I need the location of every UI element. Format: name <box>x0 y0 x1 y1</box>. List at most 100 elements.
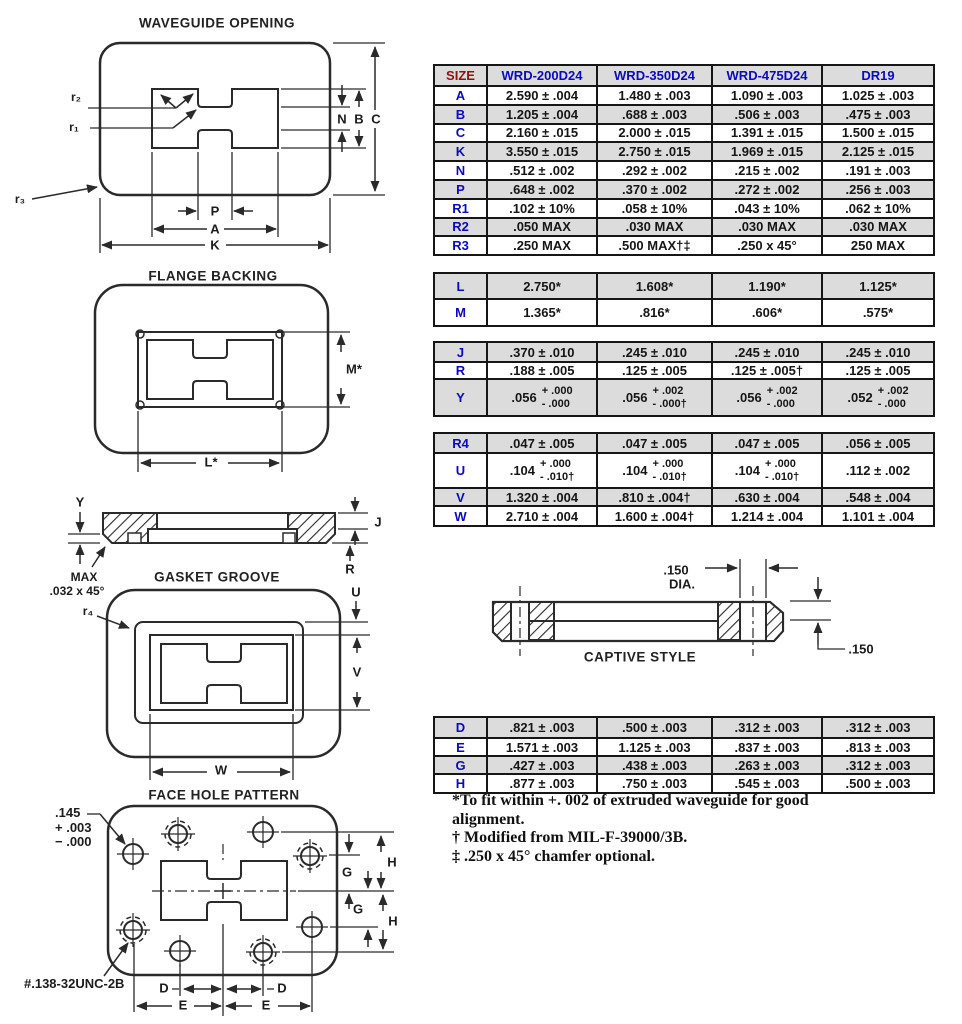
dim-e-left-label: E <box>178 997 188 1013</box>
row-label: J <box>435 343 486 361</box>
table-cell: .475 ± .003 <box>821 103 933 123</box>
table-cell: .813 ± .003 <box>821 737 933 755</box>
table-cell: .648 ± .002 <box>486 178 596 198</box>
captive-dia-value: .150 <box>663 562 689 578</box>
table-cell: .047 ± .005 <box>711 434 821 452</box>
table-cell: .545 ± .003 <box>711 773 821 792</box>
table-cell: .125 ± .005 <box>596 361 711 378</box>
tolerance-minus: - .010† <box>765 470 800 483</box>
row-label: L <box>435 274 486 298</box>
chamfer-label: .032 x 45° <box>49 584 105 598</box>
table-cell: .250 x 45° <box>711 235 821 255</box>
cell-value: .056 <box>622 390 648 405</box>
table-cell: 1.365* <box>486 298 596 325</box>
table-cell: .056+ .000- .000 <box>486 378 596 415</box>
dim-c-label: C <box>371 111 381 127</box>
table-cell: 2.750 ± .015 <box>596 141 711 161</box>
gasket-groove-title: GASKET GROOVE <box>154 569 280 585</box>
table-cell: 1.125 ± .003 <box>596 737 711 755</box>
cell-value: .104 <box>509 463 536 478</box>
table-cell: .058 ± 10% <box>596 197 711 217</box>
row-label: R3 <box>435 235 486 255</box>
r2-label: r₂ <box>70 90 82 104</box>
dim-b-label: B <box>354 111 364 127</box>
table-cell: 2.160 ± .015 <box>486 122 596 142</box>
table-cell: 1.608* <box>596 274 711 298</box>
footnote-modified: † Modified from MIL-F-39000/3B. <box>452 829 688 846</box>
table-cell: 2.710 ± .004 <box>486 505 596 525</box>
dimension-table-r4-u-v-w: R4.047 ± .005.047 ± .005.047 ± .005.056 … <box>433 432 935 527</box>
table-cell: .438 ± .003 <box>596 755 711 773</box>
column-header: WRD-200D24 <box>486 66 596 85</box>
flange-section-diagram <box>68 497 368 568</box>
table-cell: .837 ± .003 <box>711 737 821 755</box>
table-cell: 2.000 ± .015 <box>596 122 711 142</box>
table-cell: 1.101 ± .004 <box>821 505 933 525</box>
max-label: MAX <box>70 570 98 584</box>
tolerance-plus: + .002 <box>877 384 909 397</box>
table-cell: .030 MAX <box>821 216 933 236</box>
row-label: K <box>435 141 486 161</box>
cell-value: .104 <box>734 463 761 478</box>
cell-tolerance: + .000- .010† <box>765 458 799 483</box>
table-cell: .750 ± .003 <box>596 773 711 792</box>
row-label: R1 <box>435 197 486 217</box>
cell-tolerance: + .000- .010† <box>653 458 687 483</box>
table-cell: .312 ± .003 <box>821 718 933 737</box>
tolerance-minus: - .000 <box>766 397 795 410</box>
dimension-table-d-e-g-h: D.821 ± .003.500 ± .003.312 ± .003.312 ±… <box>433 716 935 794</box>
table-cell: .548 ± .004 <box>821 487 933 505</box>
flange-backing-diagram <box>93 283 350 472</box>
cell-value: .052 <box>847 390 873 405</box>
waveguide-opening-title: WAVEGUIDE OPENING <box>138 15 296 31</box>
cell-tolerance: + .002- .000 <box>878 385 909 410</box>
table-cell: .575* <box>821 298 933 325</box>
table-cell: 2.590 ± .004 <box>486 85 596 104</box>
captive-dia-label: DIA. <box>669 576 695 592</box>
tolerance-plus: + .000 <box>652 457 684 470</box>
dim-g-bottom-label: G <box>352 901 364 917</box>
tolerance-plus: + .002 <box>652 384 684 397</box>
table-cell: .500 ± .003 <box>596 718 711 737</box>
row-label: R4 <box>435 434 486 452</box>
dim-r-label: R <box>345 561 355 577</box>
table-cell: 1.571 ± .003 <box>486 737 596 755</box>
row-label: R2 <box>435 216 486 236</box>
table-cell: .245 ± .010 <box>821 343 933 361</box>
table-cell: .821 ± .003 <box>486 718 596 737</box>
gasket-groove-diagram <box>96 588 370 780</box>
table-cell: .263 ± .003 <box>711 755 821 773</box>
table-cell: 2.750* <box>486 274 596 298</box>
table-cell: .104 + .000- .010† <box>711 452 821 487</box>
tolerance-plus: + .000 <box>541 384 573 397</box>
r4-label: r₄ <box>82 604 94 618</box>
footnote-fit: *To fit within +. 002 of extruded wavegu… <box>452 792 809 828</box>
column-header: WRD-350D24 <box>596 66 711 85</box>
dim-d-left-label: D <box>159 980 169 996</box>
table-cell: .047 ± .005 <box>486 434 596 452</box>
table-cell: .052 + .002- .000 <box>821 378 933 415</box>
dimension-table-j-r-y: J.370 ± .010.245 ± .010.245 ± .010.245 ±… <box>433 341 935 417</box>
hole-diameter-label: .145 + .003 − .000 <box>55 805 92 849</box>
table-cell: 1.090 ± .003 <box>711 85 821 104</box>
table-cell: 1.600 ± .004† <box>596 505 711 525</box>
row-label: V <box>435 487 486 505</box>
dim-p-label: P <box>210 203 220 219</box>
table-cell: .506 ± .003 <box>711 103 821 123</box>
cell-tolerance: + .000- .010† <box>540 458 574 483</box>
column-header: DR19 <box>821 66 933 85</box>
table-cell: .816* <box>596 298 711 325</box>
table-cell: .810 ± .004† <box>596 487 711 505</box>
table-cell: 1.480 ± .003 <box>596 85 711 104</box>
cell-value: .104 <box>622 463 648 478</box>
row-label: B <box>435 103 486 123</box>
table-cell: .030 MAX <box>596 216 711 236</box>
dim-a-label: A <box>210 221 220 237</box>
table-cell: .512 ± .002 <box>486 160 596 179</box>
table-cell: .104 + .000- .010† <box>486 452 596 487</box>
tolerance-minus: - .010† <box>540 470 575 483</box>
r1-label: r₁ <box>69 120 79 134</box>
table-cell: .292 ± .002 <box>596 160 711 179</box>
